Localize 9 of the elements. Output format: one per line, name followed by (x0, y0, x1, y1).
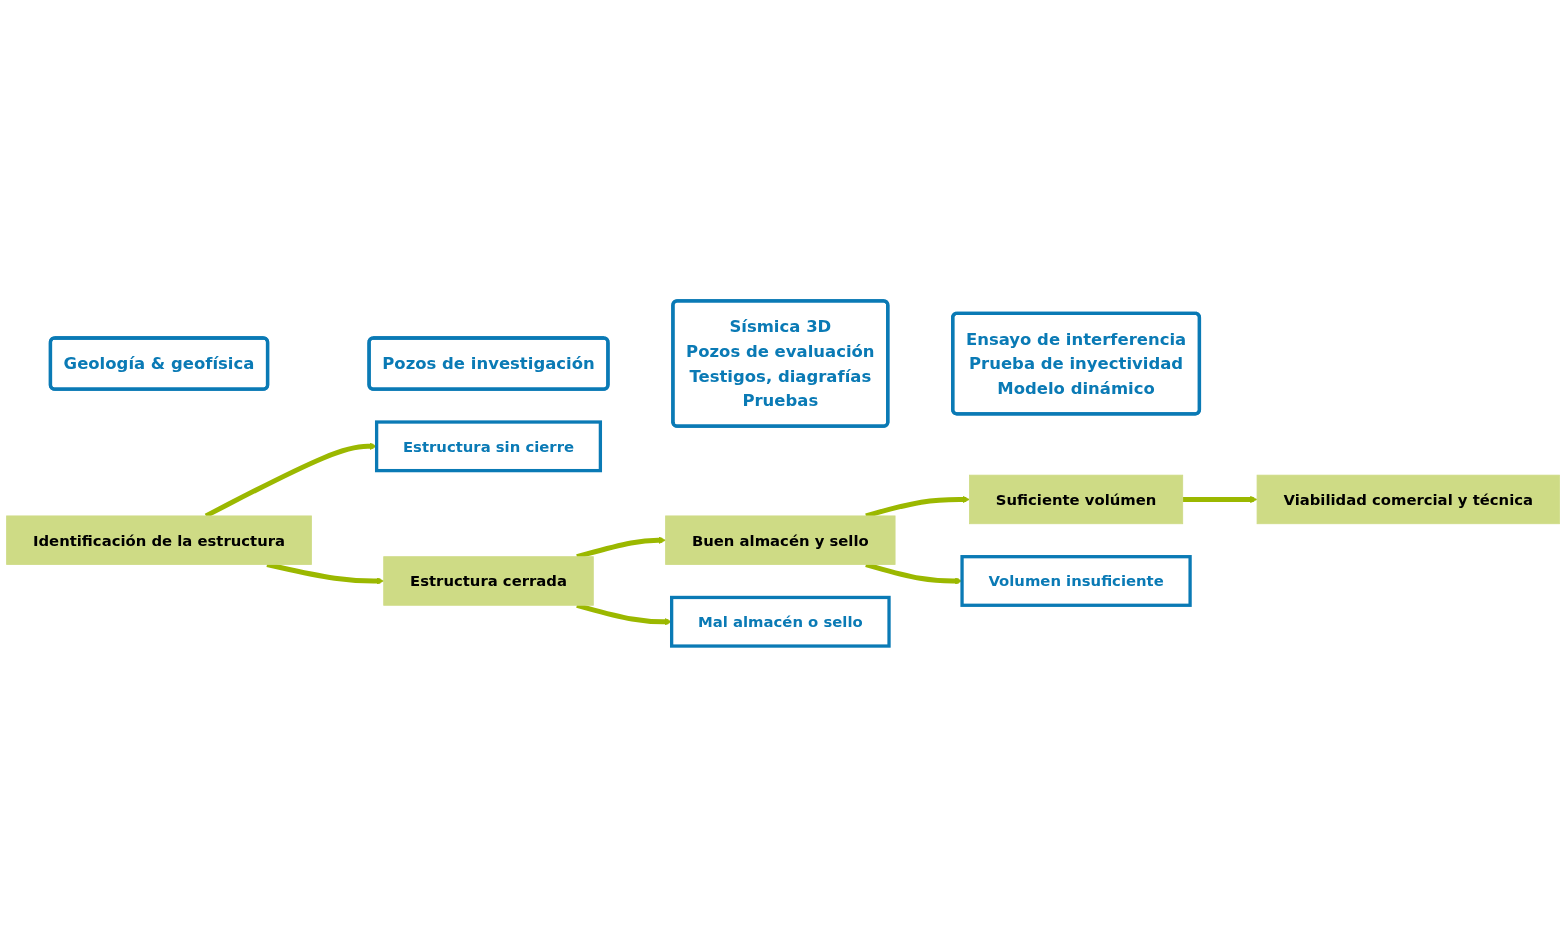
node-box: Viabilidad comercial y técnica (1256, 474, 1560, 525)
node-box: Suficiente volúmen (969, 474, 1184, 525)
node-box: Estructura sin cierre (375, 420, 603, 473)
node-box: Buen almacén y sello (665, 515, 896, 565)
node-box: Estructura cerrada (383, 556, 594, 606)
node-box: Mal almacén o sello (670, 595, 891, 648)
node-box: Identificación de la estructura (6, 515, 312, 565)
node-box: Volumen insuficiente (960, 555, 1192, 607)
arrow (1182, 495, 1258, 504)
